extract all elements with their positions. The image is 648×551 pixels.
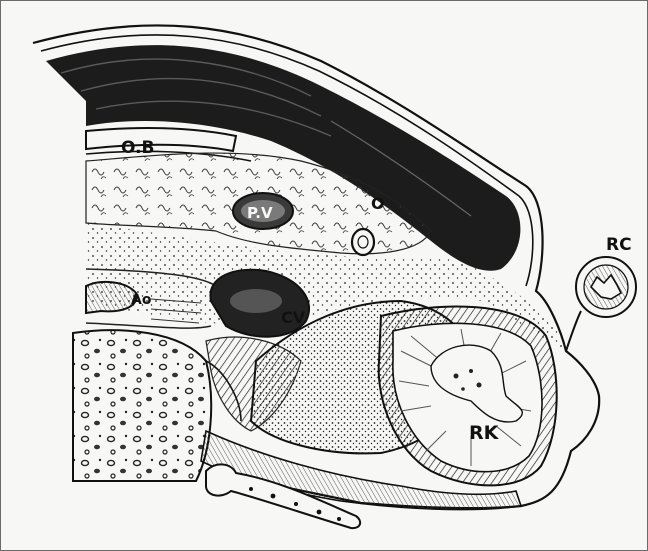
o-vessel: [352, 229, 374, 255]
label-ob: O.B: [121, 138, 155, 158]
label-o: O: [371, 194, 385, 213]
label-pv: P.V: [247, 204, 273, 222]
vertebral-bone: [73, 330, 211, 481]
label-cv: CV: [281, 308, 306, 327]
label-rk: RK: [469, 422, 500, 444]
label-rc: RC: [606, 235, 632, 255]
ob-band: [86, 128, 236, 151]
label-ao: Ao: [131, 292, 152, 308]
aorta: [86, 282, 136, 313]
